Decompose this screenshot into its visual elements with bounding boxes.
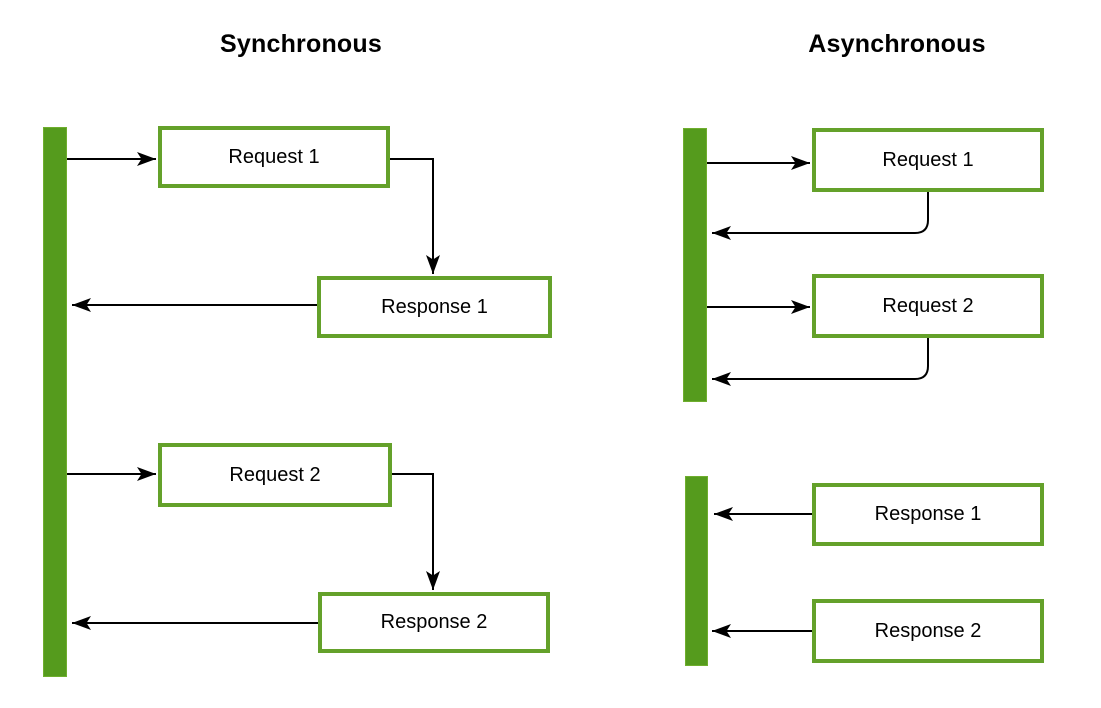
sync-request-2-label: Request 2 xyxy=(229,463,321,486)
sync-response-1-box: Response 1 xyxy=(317,276,552,338)
async-response-1-label: Response 1 xyxy=(874,503,982,525)
sync-request-1-box: Request 1 xyxy=(158,126,390,188)
async-response-2-label: Response 2 xyxy=(874,619,982,642)
async-request-2-label: Request 2 xyxy=(882,294,974,317)
title-asynchronous: Asynchronous xyxy=(808,30,986,58)
async-lifeline-bar-responses xyxy=(685,476,708,666)
arrow-async-request1-ack-to-bar xyxy=(712,192,929,240)
sync-response-2-label: Response 2 xyxy=(380,611,488,633)
arrow-sync-request2-to-response2 xyxy=(392,473,440,590)
sync-request-2-box: Request 2 xyxy=(158,443,392,507)
arrow-async-request2-ack-to-bar xyxy=(712,338,929,386)
async-request-1-box: Request 1 xyxy=(812,128,1044,192)
async-request-2-box: Request 2 xyxy=(812,274,1044,338)
async-response-2-box: Response 2 xyxy=(812,599,1044,663)
sync-response-1-label: Response 1 xyxy=(381,295,488,318)
sync-lifeline-bar xyxy=(43,127,67,677)
async-lifeline-bar-requests xyxy=(683,128,707,402)
async-response-1-box: Response 1 xyxy=(812,483,1044,546)
sync-request-1-label: Request 1 xyxy=(228,145,320,168)
sync-response-2-box: Response 2 xyxy=(318,592,550,653)
arrow-sync-request1-to-response1 xyxy=(390,158,440,274)
async-request-1-label: Request 1 xyxy=(882,148,974,171)
title-synchronous: Synchronous xyxy=(220,30,382,58)
